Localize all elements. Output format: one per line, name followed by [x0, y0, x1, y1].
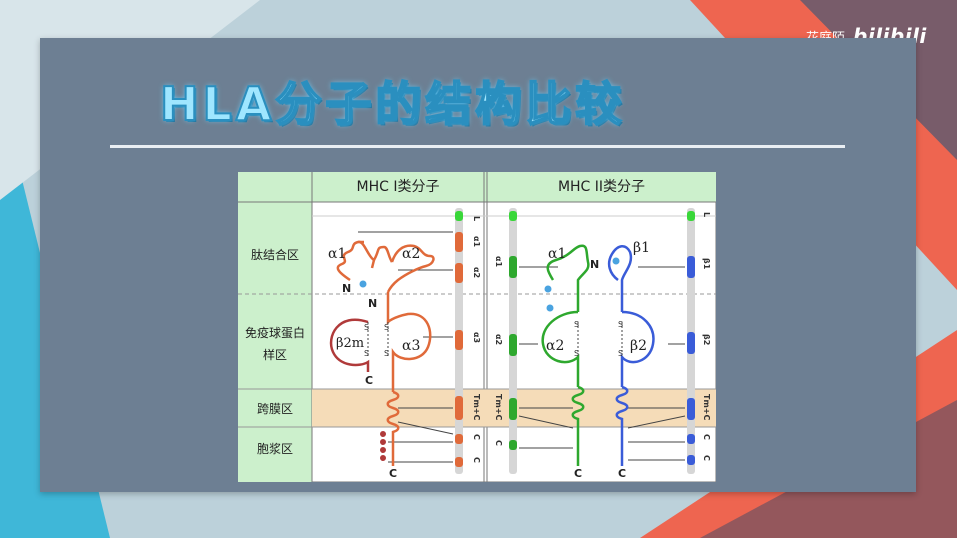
mhc2-beta-exon-label: Tm+C: [702, 394, 711, 420]
slide-title: HLA分子的结构比较: [160, 68, 625, 134]
mhc1-exon-label: α1: [472, 236, 481, 247]
mhc2-alpha-exon-label: C: [494, 440, 503, 446]
mhc1-exon-label: C: [472, 434, 481, 440]
mhc2-a1-label: α1: [548, 246, 566, 262]
mhc1-a3-label: α3: [402, 338, 420, 354]
mhc1-exon-label: Tm+C: [472, 394, 481, 420]
s-label: S: [364, 349, 369, 358]
mhc2-beta-exon-label: L: [702, 212, 711, 217]
mhc1-exon-label: α2: [472, 267, 481, 278]
row-label-cytoplasmic: 胞浆区: [238, 438, 312, 460]
mhc2-c-label-2: C: [618, 467, 626, 480]
title-underline: [110, 145, 845, 148]
mhc2-n-label: N: [590, 258, 599, 271]
mhc1-b2m-label: β2m: [336, 336, 364, 351]
mhc1-exon-label: α3: [472, 332, 481, 343]
mhc1-c-label-2: C: [389, 467, 397, 480]
mhc2-alpha-exon-label: α1: [494, 256, 503, 267]
mhc2-beta-exon-label: β1: [702, 258, 711, 270]
s-label: S: [384, 323, 389, 332]
mhc2-beta-exon-label: β2: [702, 334, 711, 345]
mhc2-alpha-exon-label: Tm+C: [494, 394, 503, 420]
mhc1-a2-label: α2: [402, 246, 420, 262]
s-label: S: [618, 320, 623, 329]
mhc1-c-label: C: [365, 374, 373, 387]
mhc2-a2-label: α2: [546, 338, 564, 354]
mhc1-a1-label: α1: [328, 246, 346, 262]
s-label: S: [364, 323, 369, 332]
mhc2-b1-label: β1: [633, 240, 650, 256]
mhc2-beta-exon-label: C: [702, 434, 711, 440]
mhc1-n-label: N: [342, 282, 351, 295]
mhc2-b2-label: β2: [630, 338, 647, 354]
mhc1-column-header: MHC I类分子: [312, 172, 484, 202]
mhc2-c-label: C: [574, 467, 582, 480]
mhc2-column-header: MHC II类分子: [487, 172, 716, 202]
mhc1-n-label-2: N: [368, 297, 377, 310]
row-label-transmembrane: 跨膜区: [238, 398, 312, 420]
mhc1-exon-label: L: [472, 216, 481, 221]
s-label: S: [384, 349, 389, 358]
mhc2-alpha-exon-label: α2: [494, 334, 503, 345]
mhc1-exon-label: C: [472, 457, 481, 463]
hla-structure-diagram: α1 α2 α3 β2m α1 β1 α2 β2 N N C C N C C S…: [238, 172, 716, 482]
s-label: S: [574, 349, 579, 358]
row-label-ig-like: 免疫球蛋白样区: [245, 322, 305, 366]
s-label: S: [618, 349, 623, 358]
s-label: S: [574, 320, 579, 329]
row-label-peptide-binding: 肽结合区: [238, 244, 312, 266]
mhc2-beta-exon-label: C: [702, 455, 711, 461]
